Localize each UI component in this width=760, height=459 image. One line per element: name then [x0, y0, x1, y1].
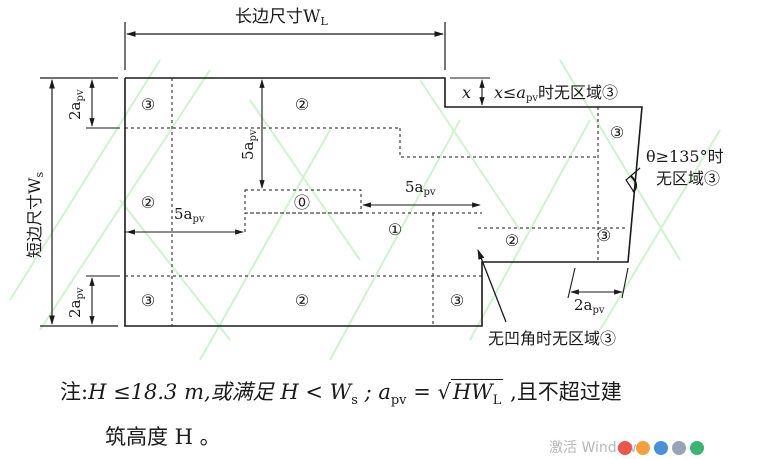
zone-3-right-bottom: ③ — [597, 226, 611, 245]
dim-5a-right-label: 5apv — [405, 178, 436, 198]
zone-3-bottom-left: ③ — [141, 291, 155, 310]
zone-2-bottom: ② — [295, 291, 309, 310]
dimension-short-side — [40, 77, 118, 327]
dim-2a-bottom-label: 2apv — [66, 287, 86, 318]
dim-2a-right-label: 2apv — [574, 296, 605, 316]
footnote: 注:H ≤18.3 m,或满足 H < Ws ; apv = √HWL ,且不超… — [60, 374, 740, 455]
zone-numbers: ③ ② ② ⓪ ① ③ ② ③ ③ ② ③ — [141, 95, 624, 310]
dimension-x — [450, 77, 490, 106]
dimension-2a-top — [86, 79, 120, 129]
note-line1-d: ,且不超过建 — [503, 380, 622, 404]
tray-icon-gray[interactable] — [672, 441, 686, 455]
zone-0-center: ⓪ — [294, 193, 310, 212]
zone-2-right: ② — [505, 231, 519, 250]
dim-2a-top-label: 2apv — [66, 89, 86, 120]
short-side-label: 短边尺寸Ws — [25, 172, 46, 258]
zone-1-center: ① — [388, 220, 402, 239]
zone-3-right-top: ③ — [610, 123, 624, 142]
no-concave-leader — [477, 249, 507, 323]
zone-3-top-left: ③ — [141, 95, 155, 114]
background-watermark-strokes — [9, 59, 721, 361]
angle-condition-line2: 无区域③ — [656, 169, 720, 188]
x-condition-label: x≤apv时无区域③ — [494, 83, 618, 104]
dim-5a-vertical-label: 5apv — [239, 129, 259, 160]
tray-icon-orange[interactable] — [636, 441, 650, 455]
long-side-label: 长边尺寸WL — [235, 7, 328, 28]
note-line2: 筑高度 H 。 — [105, 425, 221, 450]
angle-marker — [625, 167, 641, 193]
note-sub-s: s — [351, 393, 358, 409]
tray-icon-red[interactable] — [618, 441, 632, 455]
no-concave-note: 无凹角时无区域③ — [488, 329, 616, 348]
note-line1-c: = — [406, 380, 438, 404]
x-variable-label: x — [462, 83, 471, 102]
tray-icon-blue[interactable] — [654, 441, 668, 455]
angle-condition-line1: θ≥135°时 — [646, 147, 724, 166]
building-outline — [124, 77, 643, 327]
tray-icon-green[interactable] — [690, 441, 704, 455]
dimension-2a-right — [567, 267, 629, 299]
dim-5a-left-label: 5apv — [174, 205, 205, 225]
sqrt-symbol: √ — [437, 380, 451, 404]
sqrt-text: HW — [452, 380, 493, 404]
zone-3-bottom-right: ③ — [450, 291, 464, 310]
zone-2-left: ② — [141, 193, 155, 212]
system-tray-icons — [618, 441, 704, 459]
note-prefix: 注: — [60, 380, 89, 404]
zone-boundaries — [125, 78, 628, 326]
zone-diagram: 长边尺寸WL 短边尺寸Ws 2apv 2apv — [9, 7, 724, 361]
sqrt-body: HWL — [450, 379, 504, 408]
sqrt-sub: L — [492, 393, 502, 409]
dimension-long-side — [124, 22, 446, 70]
zone-2-top: ② — [295, 95, 309, 114]
note-sub-pv: pv — [390, 393, 407, 409]
note-line1-b: ; a — [357, 380, 391, 404]
note-line1-a: H ≤18.3 m,或满足 H < W — [88, 380, 352, 404]
dimension-2a-bottom — [86, 275, 120, 325]
